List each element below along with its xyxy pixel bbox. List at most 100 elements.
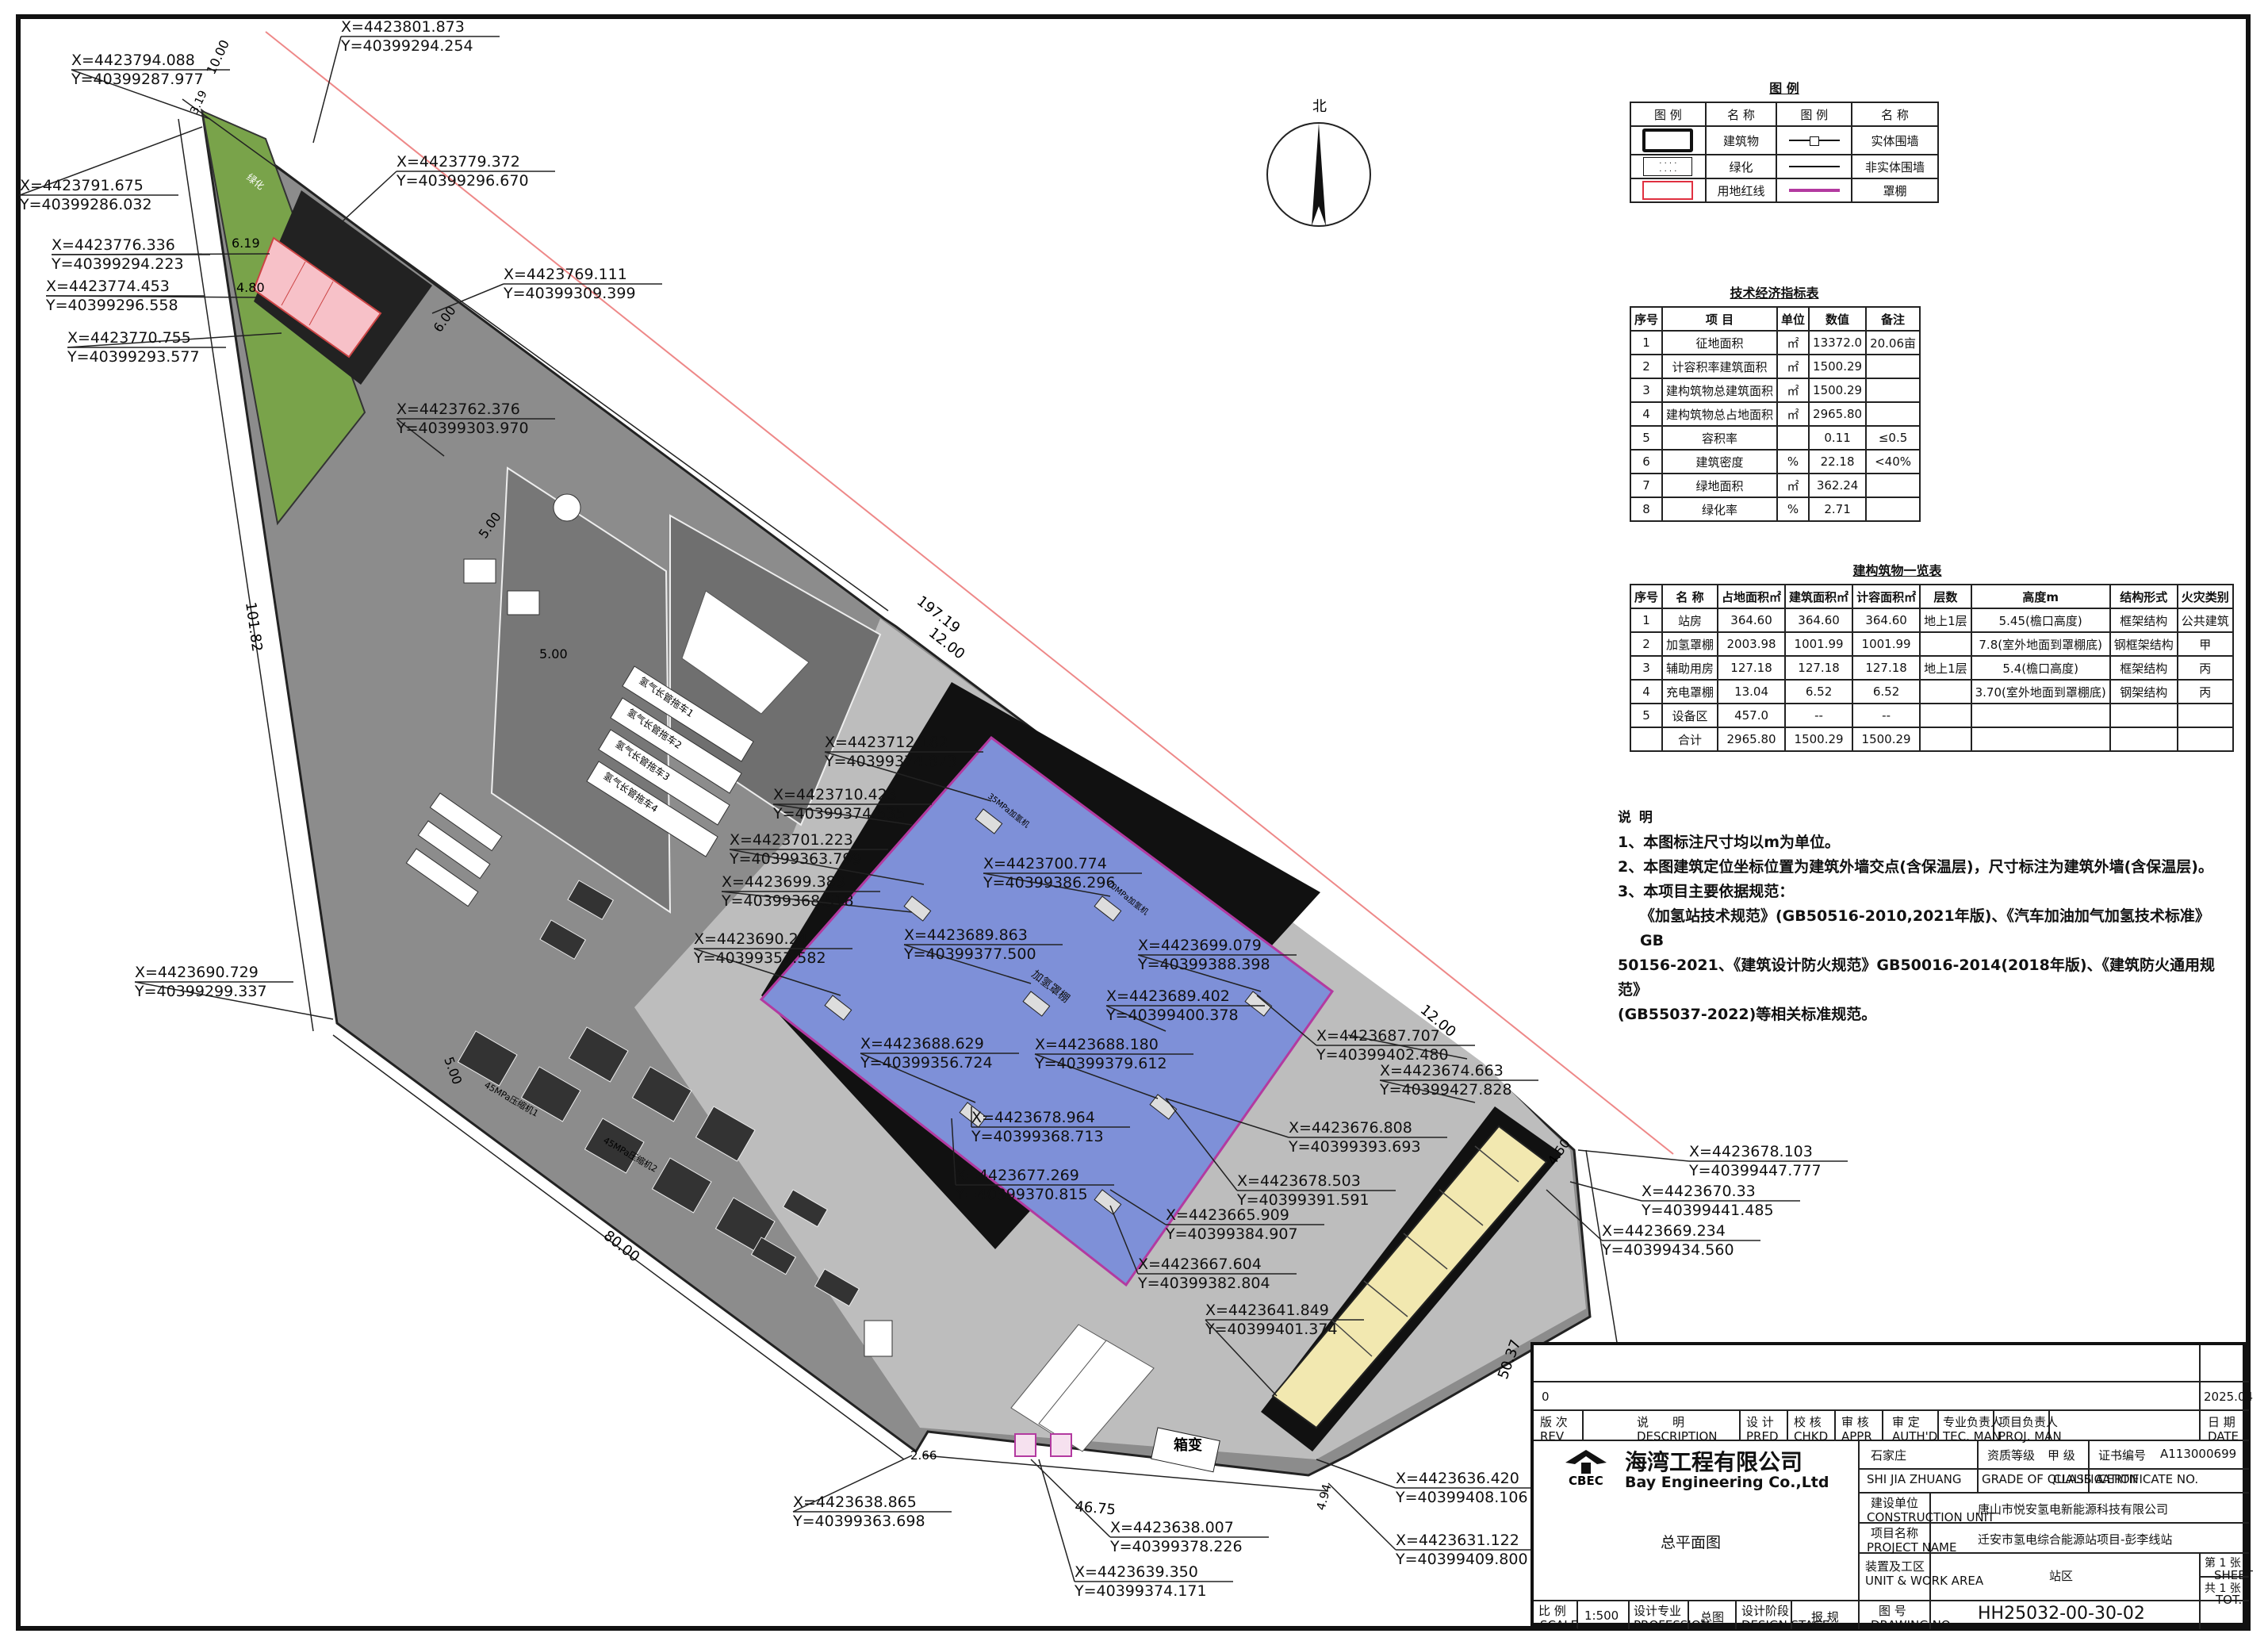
- bld-cell-2-5: 1001.99: [1852, 631, 1921, 657]
- tech-header-2: 项 目: [1661, 306, 1779, 332]
- tech-cell-7-4: 362.24: [1808, 473, 1868, 498]
- coord-x-label: X=4423678.103: [1689, 1143, 1813, 1160]
- project-label: 项目名称: [1871, 1526, 1919, 1540]
- coord-y-label: Y=40399293.577: [67, 348, 200, 366]
- sheet-border: [16, 14, 2251, 1631]
- sheet-label: 第 1 张: [2205, 1557, 2241, 1570]
- bld-cell-3-5: 127.18: [1852, 655, 1921, 681]
- tech-cell-4-4: 2965.80: [1808, 401, 1868, 427]
- legend-header-2: 名 称: [1704, 102, 1778, 127]
- legend-title: 图 例: [1769, 81, 1799, 96]
- bld-cell-4-7: 3.70(室外地面到罩棚底): [1970, 679, 2111, 704]
- bld-cell-6-5: 1500.29: [1852, 727, 1921, 752]
- coord-leader: [721, 891, 913, 913]
- grade-value: 甲 级: [2048, 1448, 2075, 1463]
- grade-class-en: CLASS A: [2053, 1472, 2104, 1486]
- charging-canopy: [1010, 1324, 1155, 1452]
- project-en: PROJECT NAME: [1867, 1540, 1957, 1555]
- hdr-rev: 版 次: [1540, 1415, 1568, 1429]
- bld-cell-2-3: 2003.98: [1717, 631, 1787, 657]
- area-en: UNIT & WORK AREA: [1865, 1574, 1984, 1588]
- coord-leader: [1109, 1205, 1139, 1275]
- note-6: (GB55037-2022)等相关标准规范。: [1618, 1006, 1877, 1023]
- coord-y-label: Y=40399400.378: [1105, 1007, 1239, 1024]
- tech-cell-5-2: 容积率: [1661, 425, 1779, 451]
- coord-x-label: X=4423770.755: [67, 329, 191, 347]
- coord-y-label: Y=40399393.693: [1288, 1138, 1421, 1156]
- coord-x-label: X=4423794.088: [71, 52, 195, 69]
- dim-17: 4.94: [1313, 1482, 1334, 1512]
- coord-x-label: X=4423776.336: [52, 236, 175, 254]
- bld-cell-1-3: 364.60: [1717, 608, 1787, 633]
- bld-cell-1-2: 站房: [1661, 608, 1719, 633]
- hdr-date: 日 期: [2208, 1415, 2235, 1429]
- bld-cell-4-6: [1919, 679, 1972, 704]
- legend-redline-name: 用地红线: [1704, 178, 1778, 203]
- bld-header-2: 名 称: [1661, 584, 1719, 609]
- coord-leader: [1205, 1319, 1278, 1397]
- property-red-line: [265, 31, 1674, 1155]
- tech-cell-2-4: 1500.29: [1808, 354, 1868, 379]
- hdr-appr: 审 核: [1841, 1415, 1869, 1429]
- tech-cell-2-1: 2: [1629, 354, 1664, 379]
- bld-cell-2-8: 钢框架结构: [2109, 631, 2178, 657]
- coord-leader: [951, 1118, 956, 1186]
- bld-header-6: 层数: [1919, 584, 1972, 609]
- legend-table: 图 例 名 称 图 例 名 称 建筑物 实体围墙 . . . .. . . . …: [1630, 102, 1939, 203]
- scale-value: 1:500: [1584, 1609, 1619, 1623]
- tech-cell-5-4: 0.11: [1808, 425, 1868, 451]
- coord-x-label: X=4423639.350: [1075, 1563, 1198, 1581]
- coord-y-label: Y=40399409.800: [1395, 1551, 1528, 1568]
- tech-header-3: 单位: [1776, 306, 1810, 332]
- coord-x-label: X=4423688.180: [1035, 1036, 1159, 1053]
- hdr-tec-en: TEC. MAN: [1943, 1429, 2002, 1444]
- hdr-proj: 项目负责人: [1998, 1415, 2059, 1429]
- coord-y-label: Y=40399401.374: [1205, 1321, 1338, 1338]
- grade-label: 资质等级: [1987, 1448, 2036, 1463]
- legend-building-symbol: [1630, 125, 1707, 155]
- tech-cell-7-1: 7: [1629, 473, 1664, 498]
- coord-y-label: Y=40399363.799: [729, 850, 862, 868]
- coord-leader: [729, 849, 925, 885]
- coord-leader: [1137, 954, 1262, 992]
- legend-redline-symbol: [1630, 178, 1707, 203]
- coord-x-label: X=4423670.33: [1642, 1183, 1756, 1200]
- coord-leader: [1379, 1079, 1476, 1103]
- tech-cell-4-5: [1865, 401, 1921, 427]
- coord-y-label: Y=40399363.698: [792, 1513, 925, 1530]
- note-2: 2、本图建筑定位坐标位置为建筑外墙交点(含保温层)，尺寸标注为建筑外墙(含保温层…: [1618, 858, 2213, 876]
- notes-block: 说 明 1、本图标注尺寸均以m为单位。 2、本图建筑定位坐标位置为建筑外墙交点(…: [1618, 806, 2228, 1027]
- rev-date: 2025.04: [2204, 1390, 2254, 1404]
- cert-value: A113000699: [2160, 1447, 2237, 1461]
- bld-cell-2-9: 甲: [2176, 631, 2234, 657]
- dim-8: 101.82: [242, 601, 266, 653]
- cert-label: 证书编号: [2098, 1448, 2147, 1463]
- coord-y-label: Y=40399287.977: [71, 71, 204, 88]
- tech-cell-1-4: 13372.0: [1808, 330, 1868, 355]
- coord-y-label: Y=40399368.713: [971, 1128, 1104, 1145]
- tech-cell-3-5: [1865, 378, 1921, 403]
- compressor-array: [457, 880, 860, 1307]
- coord-leader: [792, 1455, 913, 1513]
- tech-cell-7-3: ㎡: [1776, 473, 1810, 498]
- coord-x-label: X=4423690.24: [694, 930, 808, 948]
- coord-y-label: Y=40399377.500: [903, 945, 1036, 963]
- tech-cell-2-5: [1865, 354, 1921, 379]
- coord-y-label: Y=40399408.106: [1395, 1489, 1528, 1506]
- north-arrow: [1266, 122, 1371, 227]
- tech-cell-6-1: 6: [1629, 449, 1664, 474]
- sheet-en: SHEET: [2214, 1568, 2253, 1582]
- total-label: 共 1 张: [2205, 1582, 2241, 1595]
- bld-cell-1-4: 364.60: [1784, 608, 1854, 633]
- bld-cell-4-1: 4: [1629, 679, 1664, 704]
- tech-header-5: 备注: [1865, 306, 1921, 332]
